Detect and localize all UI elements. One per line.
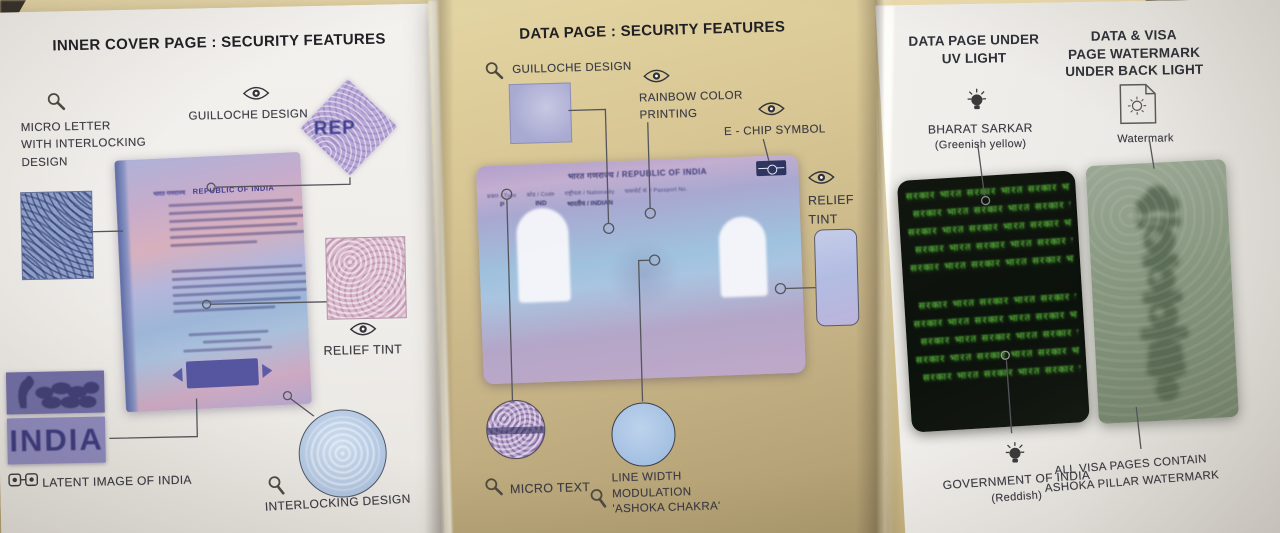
page-title: INNER COVER PAGE : SECURITY FEATURES bbox=[52, 30, 386, 55]
eye-icon bbox=[349, 321, 377, 343]
visa-pages-note: ALL VISA PAGES CONTAIN ASHOKA PILLAR WAT… bbox=[1044, 453, 1220, 495]
blurred-text-line bbox=[169, 213, 307, 223]
uv-lamp-icon bbox=[1003, 441, 1030, 474]
watermark-document-icon bbox=[1117, 81, 1162, 133]
magnifier-icon bbox=[484, 476, 505, 502]
blurred-text-line bbox=[171, 271, 310, 281]
micro-text-label: MICRO TEXT bbox=[509, 480, 591, 497]
diamond-text: REP bbox=[313, 117, 357, 140]
passport-data-page-illustration: भारत गणराज्य / REPUBLIC OF INDIA प्रकार … bbox=[475, 154, 806, 385]
watermark-photo bbox=[1086, 159, 1239, 424]
magnifier-icon bbox=[484, 60, 505, 86]
magnifier-icon bbox=[46, 91, 67, 116]
relief-tint-label: RELIEF TINT bbox=[323, 342, 403, 358]
field-passport-no: पासपोर्ट सं. / Passport No. bbox=[624, 186, 688, 196]
uv-text-row: सरकार भारत सरकार भारत सरकार भारत सरकार bbox=[905, 182, 1070, 203]
blurred-text-line bbox=[173, 305, 275, 313]
blurred-text-line bbox=[188, 329, 269, 336]
uv-light-photo: सरकार भारत सरकार भारत सरकार भारत सरकारसर… bbox=[897, 170, 1090, 432]
page-title: DATA PAGE : SECURITY FEATURES bbox=[519, 18, 786, 43]
rainbow-color-label: RAINBOW COLOR PRINTING bbox=[638, 89, 743, 122]
line-width-modulation-swatch bbox=[610, 401, 677, 468]
latent-image-label: LATENT IMAGE OF INDIA bbox=[42, 472, 192, 490]
magnifier-icon bbox=[587, 486, 610, 514]
field-type: प्रकार / Type P bbox=[487, 193, 517, 209]
ashoka-pillar-watermark bbox=[1086, 159, 1239, 424]
inner-cover-security-page: INNER COVER PAGE : SECURITY FEATURES MIC… bbox=[0, 3, 454, 533]
uv-text-rows: सरकार भारत सरकार भारत सरकार भारत सरकारसर… bbox=[906, 183, 1082, 392]
latent-viewer-icon bbox=[8, 472, 39, 494]
blurred-text-line bbox=[168, 198, 294, 207]
relief-tint-swatch bbox=[813, 228, 860, 327]
uv-text-row: सरकार भारत सरकार भारत सरकार भारत सरकार bbox=[915, 345, 1080, 366]
blurred-text-line bbox=[182, 345, 273, 353]
field-code: कोड / Code IND bbox=[526, 191, 555, 208]
micro-text-band bbox=[487, 425, 545, 435]
bharat-sarkar-note: (Greenish yellow) bbox=[934, 137, 1027, 152]
latent-image-band bbox=[185, 358, 259, 389]
watermark-label: Watermark bbox=[1117, 132, 1174, 146]
magnifier-icon bbox=[265, 474, 288, 501]
line-width-modulation-label: LINE WIDTH MODULATION 'ASHOKA CHAKRA' bbox=[611, 470, 721, 516]
guilloche-design-label: GUILLOCHE DESIGN bbox=[188, 108, 309, 123]
blurred-text-line bbox=[169, 222, 298, 231]
peacock-latent-swatch bbox=[5, 370, 105, 415]
uv-text-row: सरकार भारत सरकार भारत सरकार भारत सरकार bbox=[913, 309, 1078, 330]
uv-text-row: सरकार भारत सरकार भारत सरकार भारत सरकार bbox=[920, 327, 1079, 347]
blurred-text-line bbox=[172, 279, 308, 289]
guilloche-swatch bbox=[508, 82, 573, 145]
eye-icon bbox=[642, 68, 671, 90]
echip-symbol bbox=[755, 160, 787, 177]
data-page-security-page: DATA PAGE : SECURITY FEATURES GUILLOCHE … bbox=[428, 0, 890, 533]
page-fold-shadow bbox=[424, 0, 454, 533]
uv-text-row: सरकार भारत सरकार भारत सरकार भारत सरकार bbox=[912, 200, 1071, 220]
blurred-text-line bbox=[170, 240, 258, 247]
photo-window bbox=[515, 207, 571, 303]
interlocking-design-swatch bbox=[297, 408, 388, 499]
secondary-window bbox=[718, 215, 768, 298]
guilloche-design-label: GUILLOCHE DESIGN bbox=[512, 60, 632, 77]
uv-lamp-icon bbox=[965, 87, 992, 120]
field-nationality: राष्ट्रीयता / Nationality भारतीय / INDIA… bbox=[564, 189, 615, 209]
relief-tint-label: RELIEF TINT bbox=[807, 192, 855, 227]
eye-icon bbox=[242, 85, 270, 107]
blurred-text-line bbox=[168, 205, 303, 215]
uv-light-heading: DATA PAGE UNDER UV LIGHT bbox=[908, 31, 1040, 66]
uv-text-row: सरकार भारत सरकार भारत सरकार भारत सरकार bbox=[907, 218, 1073, 239]
india-latent-swatch: INDIA bbox=[6, 416, 106, 465]
peacock-silhouette bbox=[18, 375, 100, 409]
uv-and-watermark-page: DATA PAGE UNDER UV LIGHT DATA & VISA PAG… bbox=[863, 0, 1280, 533]
uv-text-row: सरकार भारत सरकार भारत सरकार भारत सरकार bbox=[922, 363, 1081, 383]
cover-header: भारत गणराज्य REPUBLIC OF INDIA bbox=[153, 183, 275, 198]
uv-text-row: सरकार भारत सरकार भारत सरकार भारत सरकार bbox=[914, 236, 1074, 256]
ashoka-chakra-watermark bbox=[606, 237, 682, 312]
india-text: INDIA bbox=[9, 421, 105, 459]
uv-text-row: सरकार भारत सरकार भारत सरकार भारत सरकार bbox=[909, 254, 1075, 274]
guilloche-diamond-swatch: REP bbox=[300, 79, 397, 176]
page-fold-shadow bbox=[856, 0, 896, 533]
interlocking-design-label: INTERLOCKING DESIGN bbox=[264, 491, 412, 514]
eye-icon bbox=[757, 100, 786, 122]
blurred-text-line bbox=[169, 229, 305, 239]
watermark-heading: DATA & VISA PAGE WATERMARK UNDER BACK LI… bbox=[1065, 27, 1204, 80]
blurred-text-line bbox=[202, 338, 261, 344]
eye-icon bbox=[807, 169, 836, 191]
micro-text-swatch bbox=[485, 399, 547, 460]
micro-letter-swatch bbox=[20, 190, 94, 281]
relief-tint-swatch bbox=[325, 236, 407, 320]
echip-symbol-label: E - CHIP SYMBOL bbox=[723, 123, 826, 139]
blurred-text-line bbox=[171, 263, 303, 273]
uv-text-row: सरकार भारत सरकार भारत सरकार भारत सरकार bbox=[918, 291, 1077, 312]
blurred-text-line bbox=[172, 287, 312, 297]
blurred-text-line bbox=[173, 296, 301, 305]
inner-cover-illustration: भारत गणराज्य REPUBLIC OF INDIA bbox=[114, 151, 312, 413]
datapage-fields: प्रकार / Type P कोड / Code IND राष्ट्रीय… bbox=[487, 181, 791, 211]
